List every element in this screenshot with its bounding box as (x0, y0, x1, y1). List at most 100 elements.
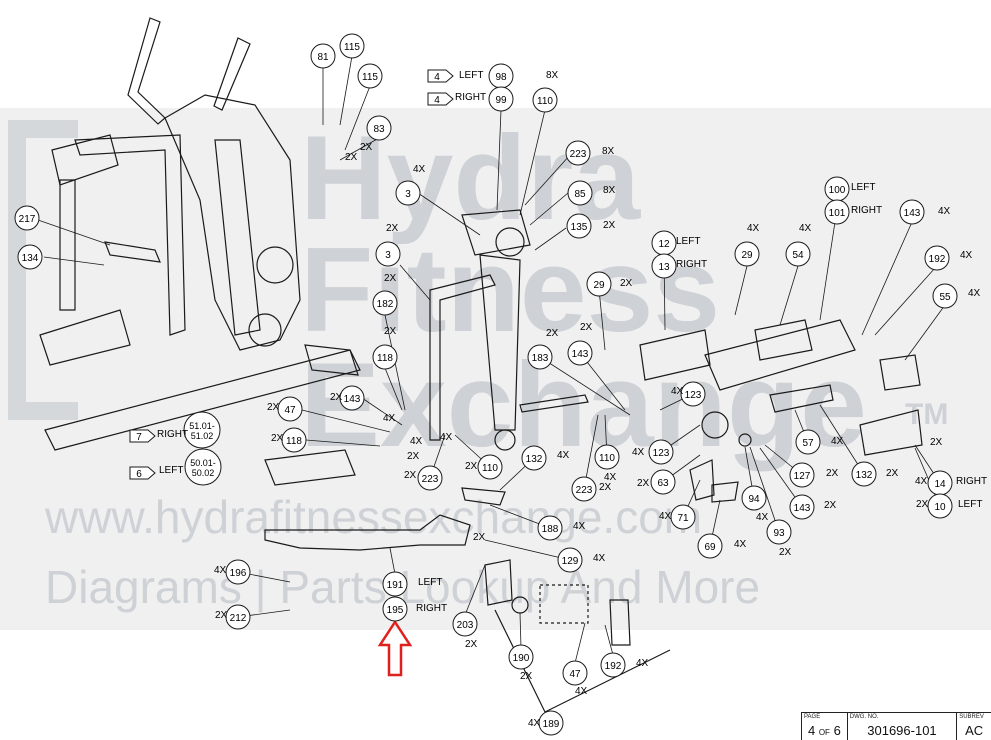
machine-base-rail (44, 349, 361, 451)
callout-circle (650, 469, 676, 495)
machine-wheel (256, 246, 294, 284)
plate-203 (484, 559, 513, 606)
quantity-label: 2X (465, 639, 478, 650)
callout-circle (927, 493, 953, 519)
upright-tube-3 (429, 274, 496, 441)
side-label: RIGHT (676, 259, 707, 270)
callout-number: 217 (19, 214, 36, 225)
machine-upright (214, 139, 261, 336)
leader-line (519, 612, 522, 648)
callout-balloon: 99 (488, 86, 514, 112)
callout-circle (521, 445, 547, 471)
callout-balloon: 115 (339, 33, 365, 59)
callout-circle (225, 559, 251, 585)
callout-number: 63 (657, 478, 669, 489)
reference-box-outline (129, 429, 156, 443)
quantity-label: 2X (404, 470, 417, 481)
side-label: RIGHT (455, 92, 486, 103)
leader-line (484, 539, 571, 561)
callout-balloon: 223 (571, 476, 597, 502)
callout-balloon: 118 (281, 427, 307, 453)
leader-line (361, 397, 403, 426)
leader-line (598, 288, 606, 351)
leader-line (819, 404, 865, 475)
callout-number: 110 (482, 463, 498, 474)
page-number: 4 OF 6 (807, 723, 841, 738)
callout-number: 98 (495, 72, 507, 83)
callout-balloon: 12 (651, 230, 677, 256)
callout-balloon: 69 (697, 533, 723, 559)
side-label: RIGHT (956, 476, 987, 487)
reference-box-outline (427, 69, 454, 83)
callout-balloon: 93 (766, 519, 792, 545)
callout-number: 50.01- (190, 458, 216, 468)
callout-circle (382, 571, 408, 597)
leader-line (529, 192, 569, 226)
callout-circle (375, 241, 401, 267)
watermark-url: www.hydrafitnessexchange.com (45, 491, 703, 543)
quantity-label: 4X (604, 472, 617, 483)
callout-number: 135 (571, 222, 588, 233)
callout-number: 223 (422, 474, 439, 485)
quantity-label: 2X (779, 547, 792, 558)
callout-balloon: 203 (452, 611, 478, 637)
pedal-arm-191 (264, 514, 471, 551)
quantity-label: 2X (886, 468, 899, 479)
reference-box: 6 (129, 466, 156, 480)
roller-wheel (494, 429, 516, 451)
callout-circle (697, 533, 723, 559)
subassembly-dashed-box (539, 584, 589, 624)
callout-balloon: 85 (567, 180, 593, 206)
quantity-label: 4X (968, 288, 981, 299)
callout-circle (562, 660, 588, 686)
callout-number: 69 (704, 542, 716, 553)
watermark-text-fitness: Fitness (300, 223, 721, 357)
callout-number: 50.02 (192, 468, 215, 478)
watermark-band (0, 108, 991, 630)
callout-number: 85 (574, 189, 586, 200)
callout-number: 203 (457, 620, 474, 631)
leader-line (339, 137, 380, 161)
callout-circle (785, 241, 811, 267)
callout-circle (567, 340, 593, 366)
callout-number: 132 (526, 454, 543, 465)
callout-balloon: 110 (532, 87, 558, 113)
title-block-page: PAGE 4 OF 6 (802, 713, 848, 740)
quantity-label: 4X (636, 658, 649, 669)
leader-line (519, 109, 546, 216)
callout-balloon: 51.01-51.02 (183, 411, 221, 449)
machine-handle-left (127, 17, 166, 125)
leader-line (874, 267, 936, 336)
callout-number: 192 (605, 661, 622, 672)
quantity-label: 4X (440, 432, 453, 443)
callout-circle (339, 33, 365, 59)
reference-box: 7 (129, 429, 156, 443)
quantity-label: 4X (575, 686, 588, 697)
quantity-label: 2X (271, 433, 284, 444)
callout-number: 143 (572, 349, 589, 360)
callout-circle (651, 253, 677, 279)
callout-balloon: 94 (741, 485, 767, 511)
leader-line (604, 624, 614, 656)
bracket-217 (104, 241, 161, 263)
quantity-label: 2X (637, 478, 650, 489)
callout-circle (567, 180, 593, 206)
callout-balloon: 127 (789, 462, 815, 488)
callout-number: 47 (569, 669, 581, 680)
callout-number: 57 (802, 438, 814, 449)
callout-circle (538, 710, 564, 736)
callout-circle (382, 596, 408, 622)
callout-number: 110 (599, 453, 615, 464)
machine-rear-pad (51, 134, 119, 186)
machine-side-frame (74, 134, 186, 336)
callout-balloon: 190 (508, 644, 534, 670)
callout-number: 123 (653, 448, 670, 459)
end-cap-55 (879, 354, 921, 391)
crank-housing (461, 209, 531, 256)
callout-number: 196 (230, 568, 247, 579)
callout-balloon: 189 (538, 710, 564, 736)
quantity-label: 8X (602, 146, 615, 157)
quantity-label: 4X (831, 436, 844, 447)
callout-number: 191 (387, 580, 404, 591)
